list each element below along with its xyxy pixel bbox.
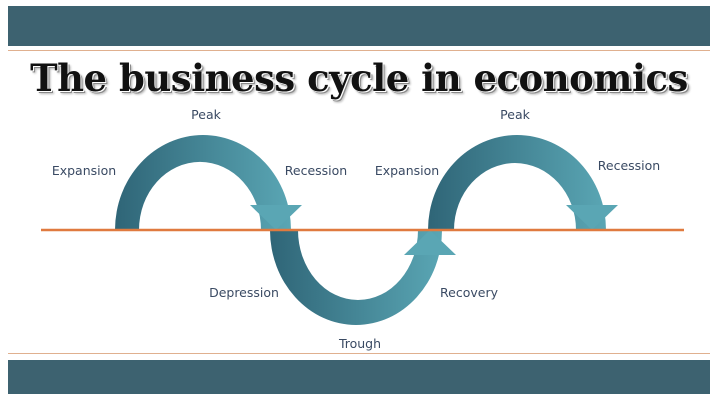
top-banner bbox=[8, 6, 710, 46]
label-expansion-1: Expansion bbox=[52, 163, 116, 178]
trough-arc-arrowhead bbox=[404, 230, 456, 255]
label-recession-2: Recession bbox=[598, 158, 660, 173]
peak-arc-1-band bbox=[115, 135, 291, 230]
trough-arc bbox=[270, 230, 456, 325]
peak-arc-1 bbox=[115, 135, 302, 230]
label-peak-1: Peak bbox=[191, 107, 221, 122]
bottom-banner bbox=[8, 360, 710, 394]
trough-arc-band bbox=[270, 230, 442, 325]
label-expansion-2: Expansion bbox=[375, 163, 439, 178]
peak-arc-2-band bbox=[428, 135, 606, 230]
label-recovery: Recovery bbox=[440, 285, 499, 300]
label-peak-2: Peak bbox=[500, 107, 530, 122]
label-recession-1: Recession bbox=[285, 163, 347, 178]
peak-arc-2-arrowhead bbox=[566, 205, 618, 230]
peak-arc-1-arrowhead bbox=[250, 205, 302, 230]
label-trough: Trough bbox=[338, 336, 381, 351]
bottom-rule bbox=[8, 353, 710, 354]
peak-arc-2 bbox=[428, 135, 618, 230]
top-rule bbox=[8, 50, 710, 51]
page-title: The business cycle in economics bbox=[30, 56, 688, 100]
label-depression: Depression bbox=[209, 285, 279, 300]
